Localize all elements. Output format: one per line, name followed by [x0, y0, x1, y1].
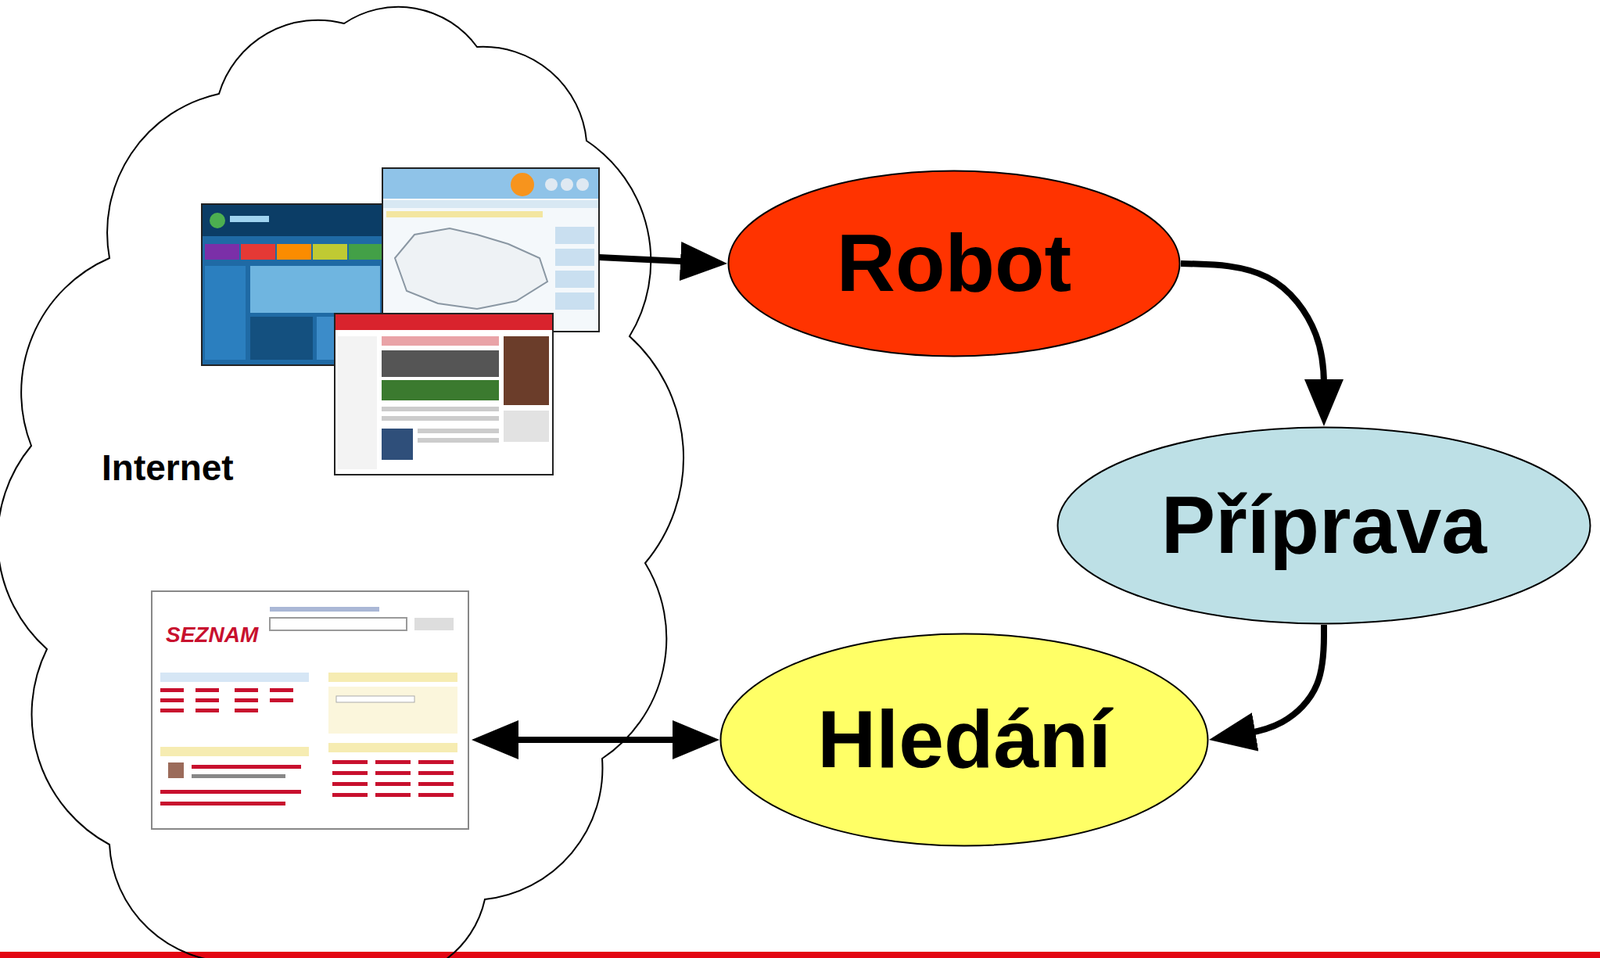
node-label: Hledání	[817, 692, 1112, 787]
node-label: Internet	[101, 447, 689, 489]
label-holder: SEZNAM	[165, 623, 259, 648]
flow-arrow	[599, 257, 696, 262]
website-screenshot	[334, 313, 553, 475]
process-ellipse: Robot	[727, 169, 1181, 358]
node-label: Příprava	[1161, 478, 1487, 573]
process-ellipse: Příprava	[1056, 426, 1592, 625]
flow-arrow	[1239, 624, 1324, 735]
website-screenshot	[382, 168, 600, 332]
ellipse-shape	[728, 171, 1181, 357]
ellipse-shape	[1058, 427, 1591, 625]
flow-arrow	[502, 736, 689, 743]
process-ellipse: Hledání	[719, 632, 1209, 847]
ellipse-shape	[721, 634, 1209, 847]
website-screenshot	[151, 591, 469, 829]
flow-arrow	[1180, 263, 1324, 395]
network-cloud: Internet	[0, 0, 689, 958]
node-label: Robot	[836, 216, 1072, 311]
logo-text: SEZNAM	[165, 623, 259, 648]
footer-bar	[0, 951, 1600, 958]
